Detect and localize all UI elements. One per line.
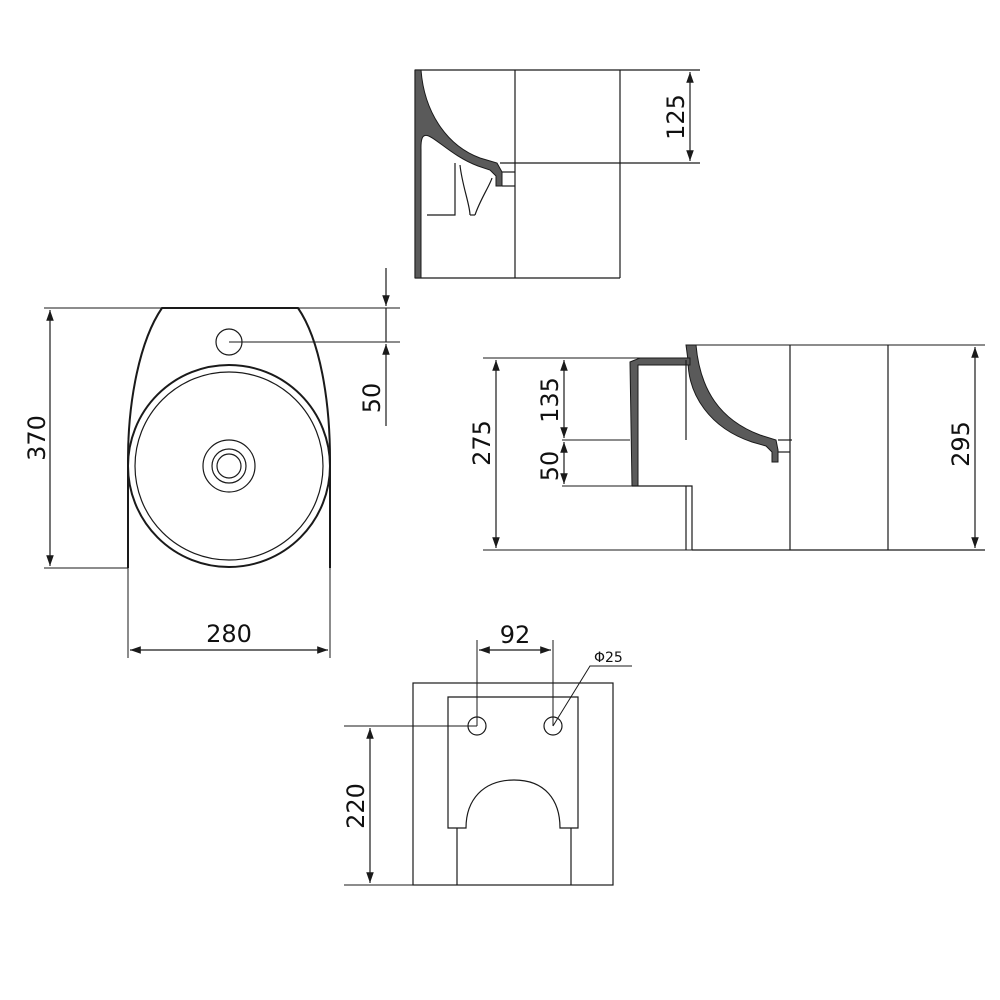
dim-side-height-right: 295 (947, 421, 975, 467)
dim-side-lower: 50 (536, 451, 564, 482)
dim-bracket-spacing: 92 (500, 621, 531, 649)
top-section-view: 125 (414, 69, 700, 279)
dim-front-height: 370 (23, 415, 51, 461)
bracket-view: 92 Φ25 220 (342, 621, 632, 886)
dim-side-height-left: 275 (468, 420, 496, 466)
dim-front-width: 280 (206, 620, 252, 648)
dim-tap-offset: 50 (358, 383, 386, 414)
front-plan-view: 370 280 50 (23, 268, 400, 658)
side-section-view: 275 135 50 295 (468, 344, 985, 551)
dim-hole-diameter: Φ25 (594, 650, 623, 666)
dim-top-height: 125 (662, 94, 690, 140)
dim-bracket-height: 220 (342, 783, 370, 829)
dim-side-upper: 135 (536, 377, 564, 423)
